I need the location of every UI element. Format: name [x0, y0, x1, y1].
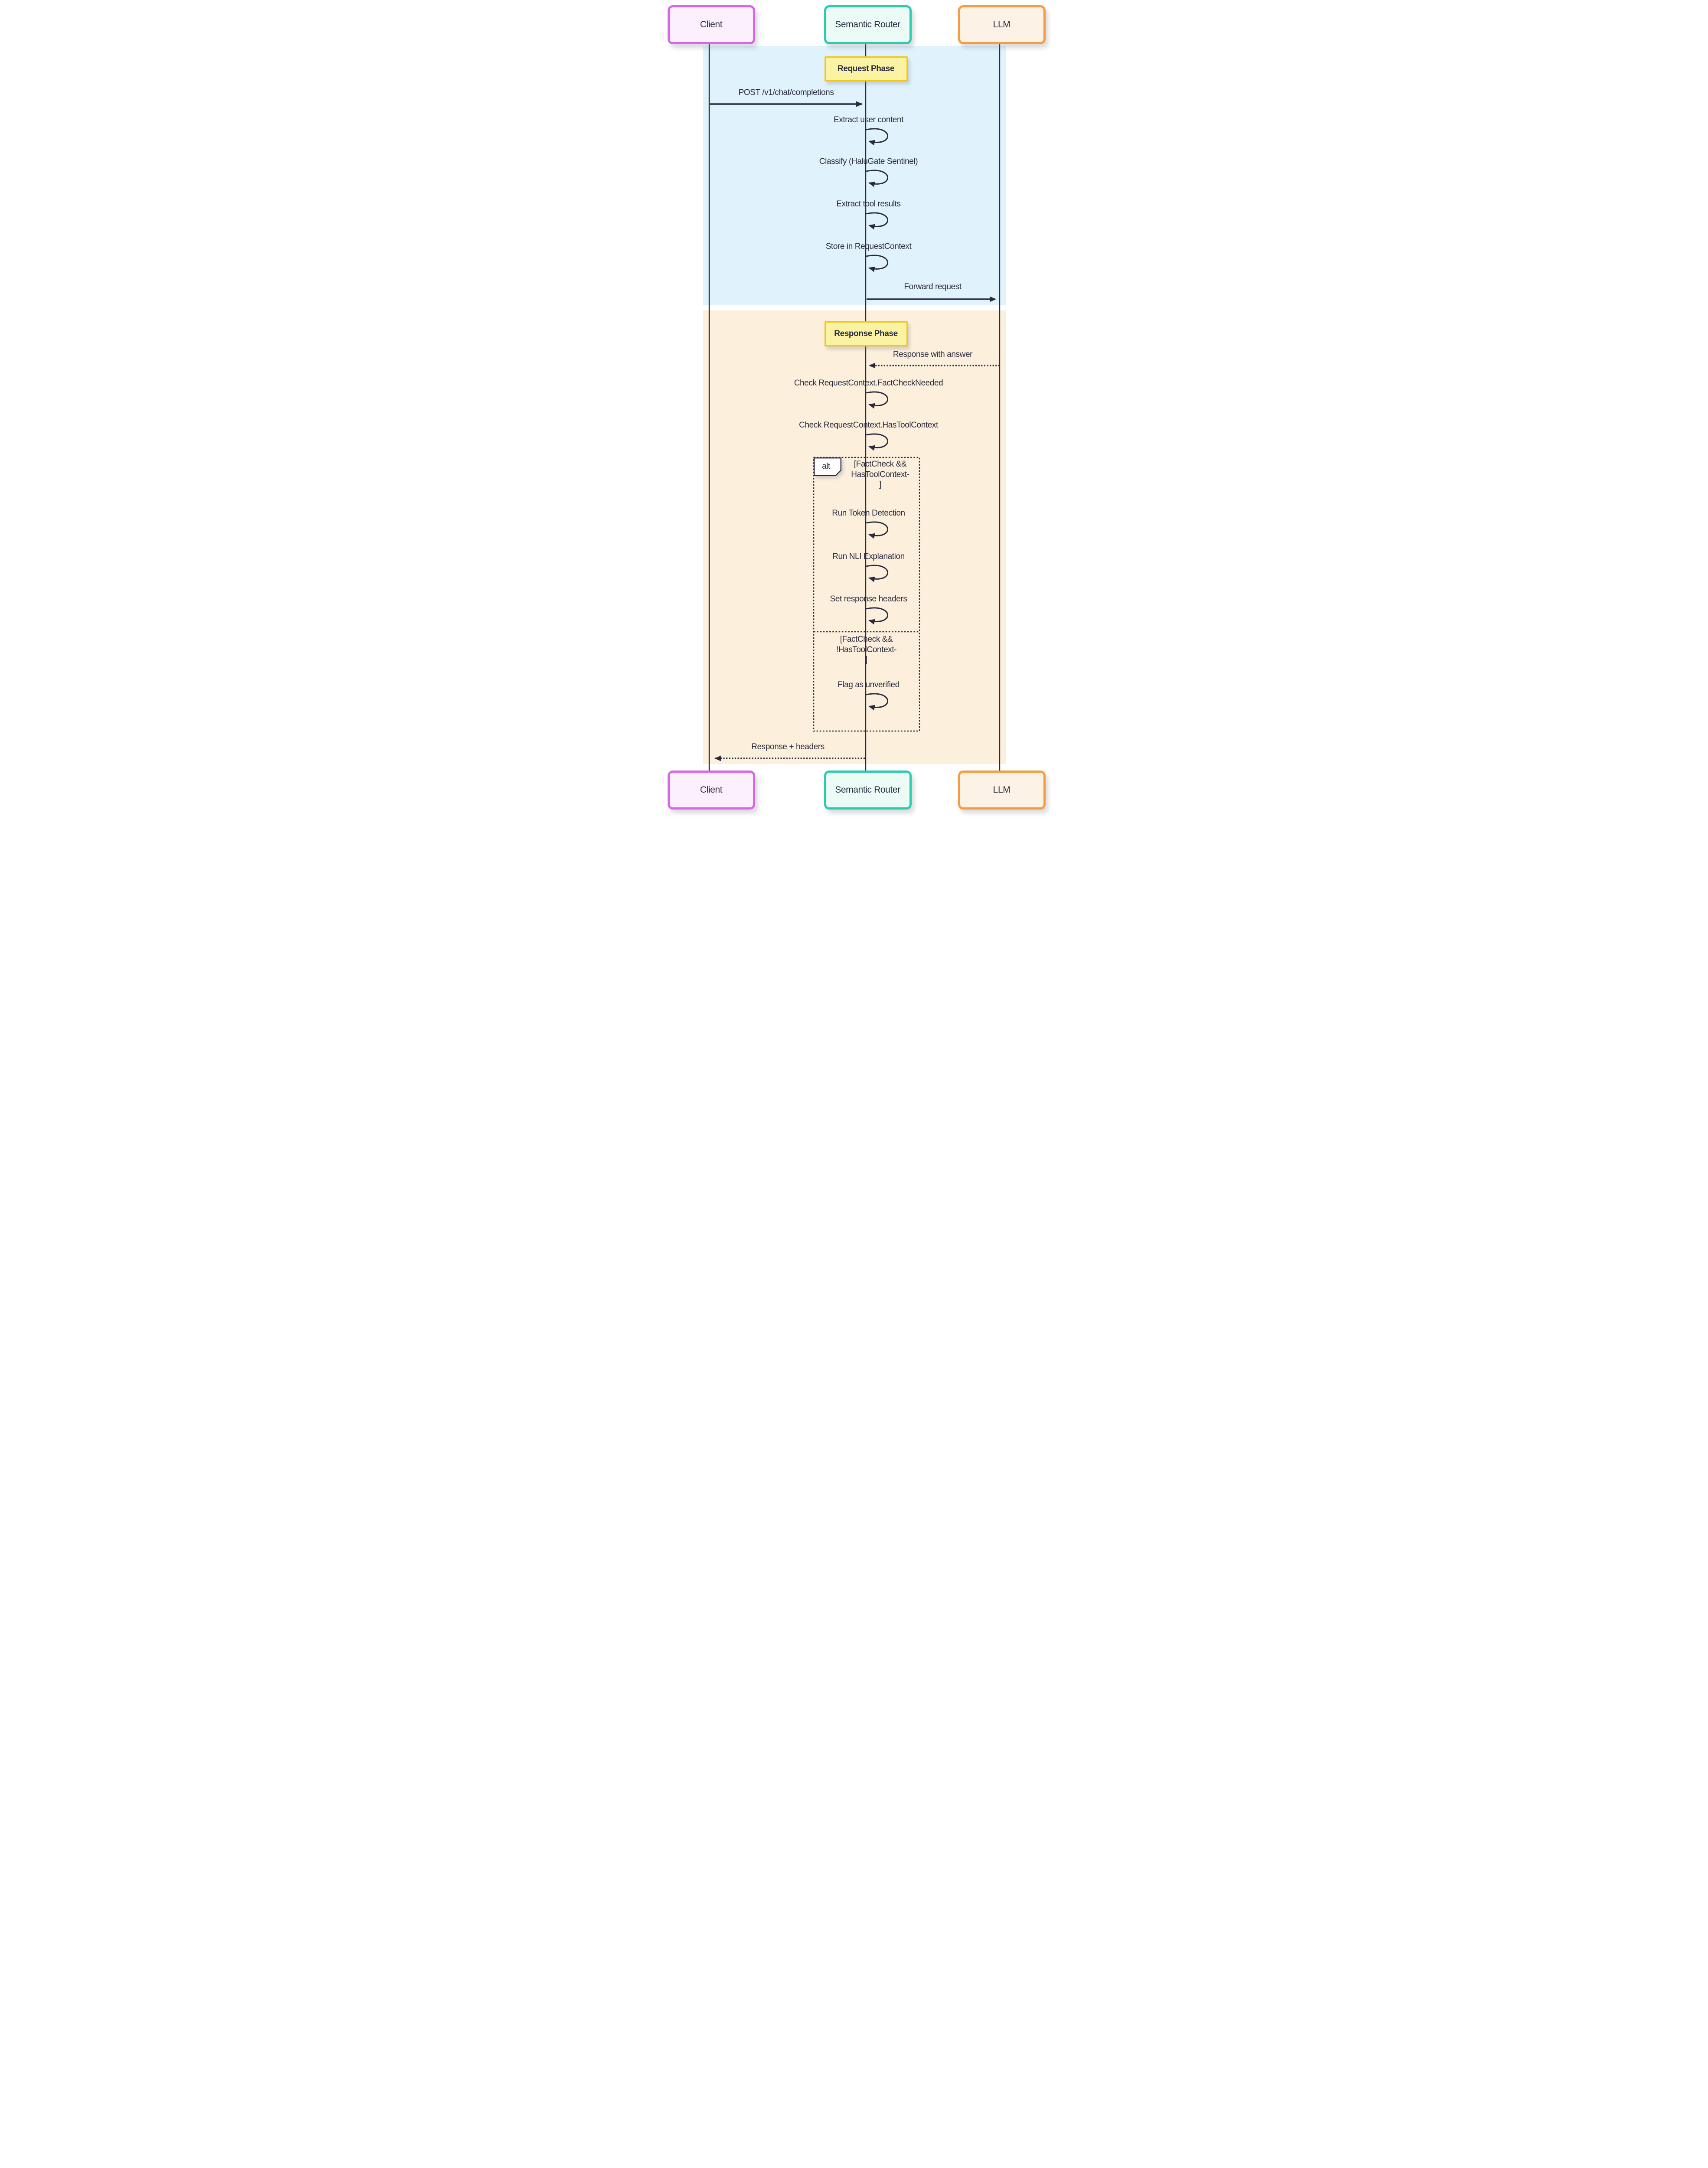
actor-client-bottom: Client [667, 771, 755, 810]
alt-guard-1: [FactCheck && HasToolContext- ] [851, 459, 909, 490]
message-label-flag-unverified: Flag as unverified [838, 680, 900, 689]
self-loop-check-hastoolcontext [866, 433, 888, 451]
message-label-extract-tool: Extract tool results [836, 199, 901, 209]
alt-frame [813, 457, 920, 732]
alt-guard-2-line-1: [FactCheck && [840, 635, 893, 644]
alt-guard-1-line-3: ] [879, 480, 881, 489]
alt-label: alt [813, 457, 841, 476]
alt-guard-2-line-3: ] [865, 655, 867, 664]
actor-client-top: Client [667, 5, 755, 44]
actor-llm-bottom: LLM [958, 771, 1046, 810]
alt-guard-2: [FactCheck && !HasToolContext- ] [836, 634, 897, 665]
self-loop-check-factcheckneeded [866, 391, 888, 409]
message-label-check-toolcontext: Check RequestContext.HasToolContext [799, 421, 938, 430]
self-loop-run-token-detection [866, 521, 888, 539]
alt-label-shape [813, 457, 841, 476]
message-label-post: POST /v1/chat/completions [738, 88, 834, 97]
response-phase-note: Response Phase [824, 321, 908, 346]
message-label-response-answer: Response with answer [893, 350, 973, 359]
request-phase-note: Request Phase [824, 56, 908, 82]
self-loop-classify [866, 170, 888, 187]
self-loop-flag-unverified [866, 693, 888, 711]
message-label-response-headers: Response + headers [751, 742, 825, 751]
message-label-run-token: Run Token Detection [832, 509, 905, 518]
message-label-extract-user: Extract user content [834, 115, 903, 124]
message-label-set-headers: Set response headers [830, 594, 907, 604]
request-phase-background [703, 46, 1006, 305]
message-label-forward: Forward request [904, 282, 962, 291]
alt-keyword: alt [822, 461, 830, 471]
alt-guard-1-line-1: [FactCheck && [854, 460, 907, 469]
alt-guard-1-line-2: HasToolContext- [851, 470, 909, 479]
actor-llm-top: LLM [958, 5, 1046, 44]
actor-router-bottom: Semantic Router [824, 771, 912, 810]
message-label-store-context: Store in RequestContext [825, 242, 912, 251]
sequence-diagram: POST /v1/chat/completions Extract user c… [640, 0, 1068, 832]
connector-layer [708, 40, 1000, 771]
message-label-classify: Classify (HaluGate Sentinel) [819, 157, 918, 166]
self-loop-extract-tool-results [866, 212, 888, 230]
response-phase-background [703, 310, 1006, 764]
self-loop-run-nli-explanation [866, 565, 888, 582]
self-loop-set-response-headers [866, 607, 888, 625]
self-loop-extract-user-content [866, 128, 888, 146]
alt-guard-2-line-2: !HasToolContext- [836, 645, 897, 654]
actor-router-top: Semantic Router [824, 5, 912, 44]
self-loop-store-requestcontext [866, 255, 888, 272]
message-label-run-nli: Run NLI Explanation [832, 552, 905, 561]
message-label-check-factcheck: Check RequestContext.FactCheckNeeded [794, 379, 943, 388]
